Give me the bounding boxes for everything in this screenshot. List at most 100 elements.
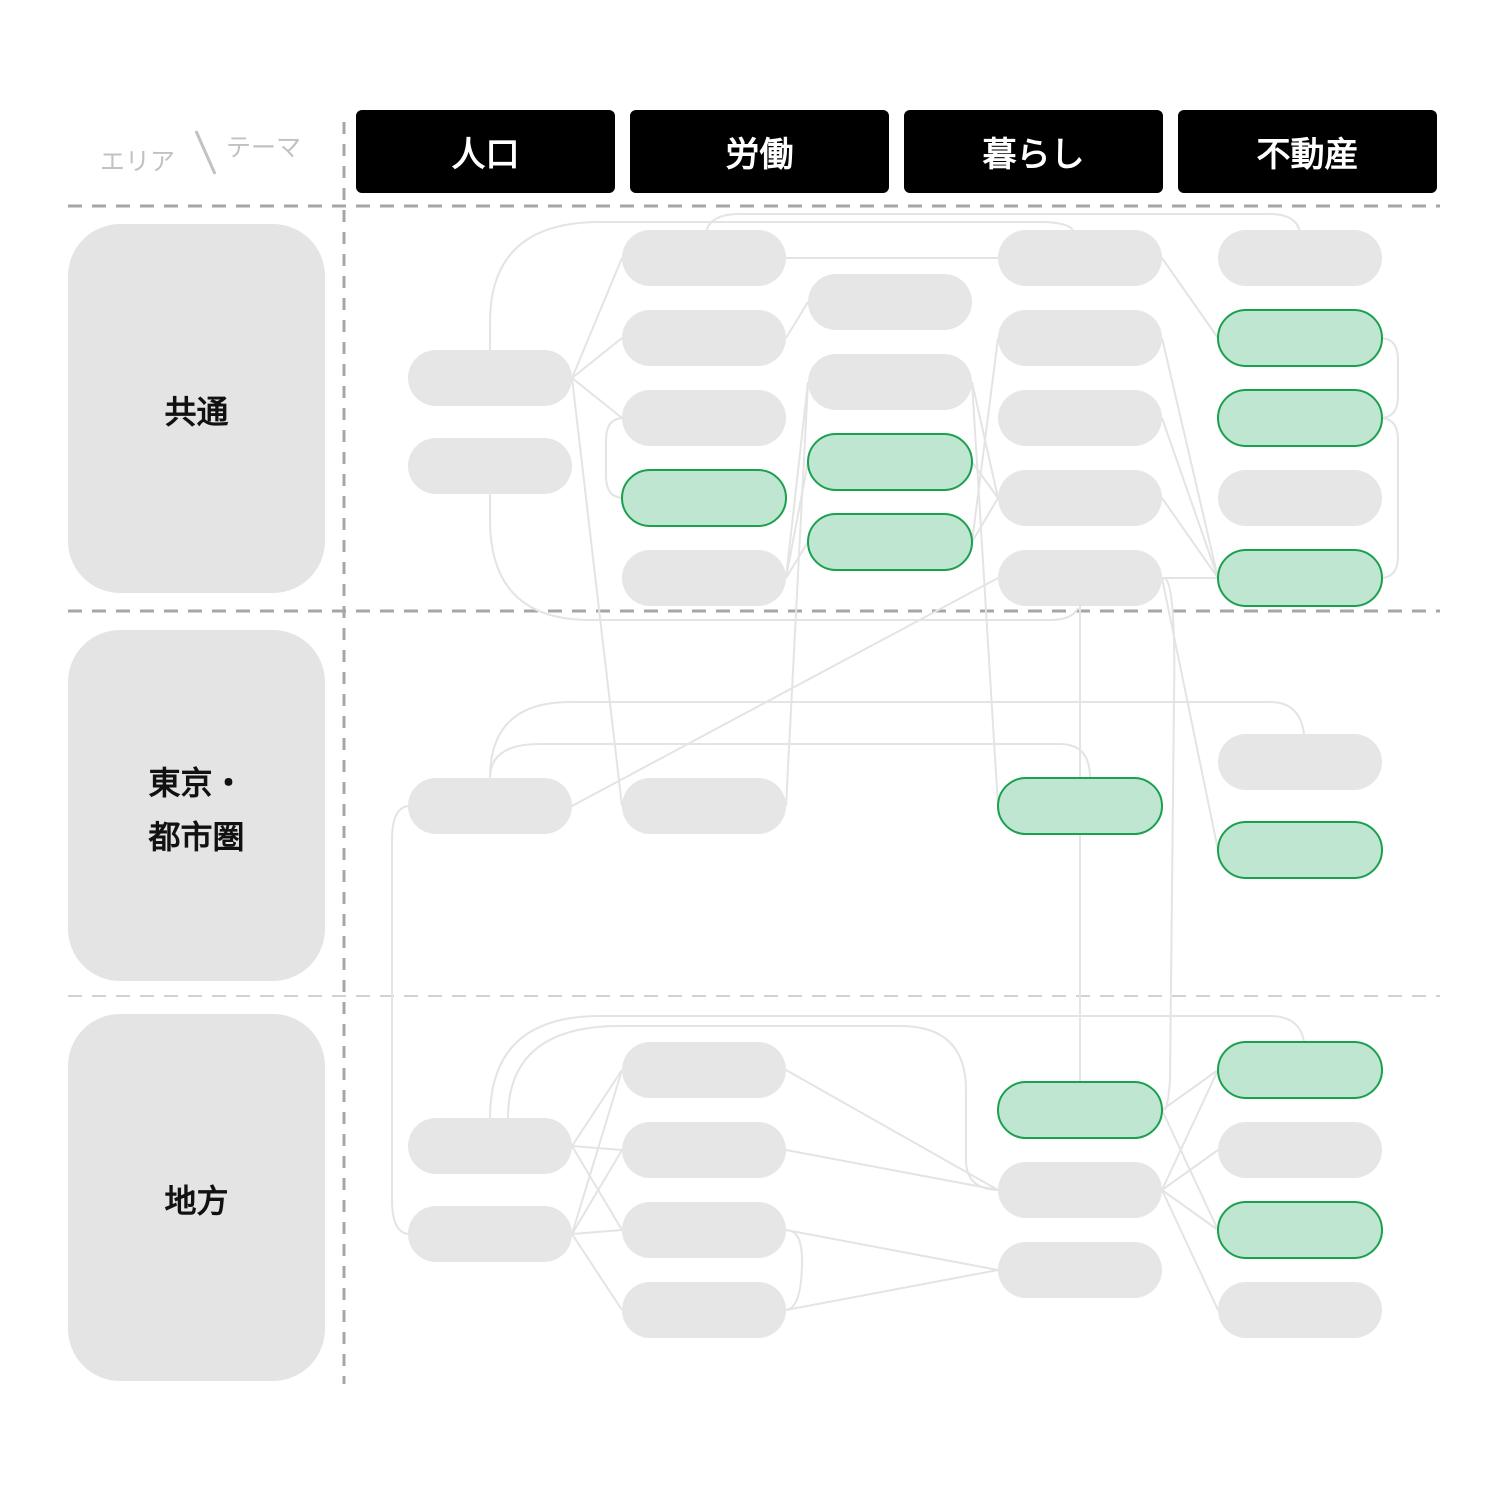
row-label-text: 都市圏 <box>147 818 244 856</box>
node-common-population[interactable] <box>408 350 572 406</box>
edge-c-m3-c-v4 <box>971 461 999 499</box>
edge-loop <box>489 466 1079 621</box>
edge-loop <box>489 221 1075 378</box>
row-label-common[interactable]: 共通 <box>68 224 325 593</box>
edge-c-m2-t-l1 <box>785 381 809 807</box>
edge-r-l1-r-v2 <box>785 1069 999 1191</box>
node-regional-labor[interactable] <box>622 1122 786 1178</box>
edge-loop <box>1163 577 1176 1111</box>
edge-c-v2-c-r5 <box>1161 337 1219 579</box>
node-common-realestate[interactable] <box>1217 389 1383 447</box>
node-tokyo-living[interactable] <box>997 777 1163 835</box>
edge-loop <box>489 743 1091 779</box>
edge-c-p1-c-l2 <box>571 337 623 379</box>
edge-c-l5-c-m3 <box>785 461 809 579</box>
edge-c-v3-c-r5 <box>1161 417 1219 579</box>
node-regional-population[interactable] <box>408 1118 572 1174</box>
node-common-labor[interactable] <box>807 513 973 571</box>
row-label-text: 東京・ <box>148 764 244 802</box>
edge-c-l5-c-m4 <box>785 541 809 579</box>
node-common-living[interactable] <box>998 310 1162 366</box>
node-common-population[interactable] <box>408 438 572 494</box>
edge-c-m4-c-v2 <box>971 337 999 543</box>
node-common-labor[interactable] <box>622 550 786 606</box>
node-regional-living[interactable] <box>997 1081 1163 1139</box>
edge-loop <box>705 213 1301 233</box>
node-common-labor[interactable] <box>807 433 973 491</box>
edge-r-l4-r-v3 <box>785 1269 999 1311</box>
edge-c-l2-c-m1 <box>785 301 809 339</box>
node-regional-realestate[interactable] <box>1218 1122 1382 1178</box>
node-regional-labor[interactable] <box>622 1202 786 1258</box>
edge-loop <box>489 701 1305 779</box>
node-regional-realestate[interactable] <box>1218 1282 1382 1338</box>
node-common-labor[interactable] <box>621 469 787 527</box>
node-common-realestate[interactable] <box>1217 549 1383 607</box>
edge-loop <box>391 805 411 1235</box>
column-header-label: 労働 <box>726 135 794 175</box>
edge-r-v2-r-r1 <box>1161 1069 1219 1191</box>
node-common-labor[interactable] <box>808 274 972 330</box>
edge-r-p1-r-l2 <box>571 1145 623 1151</box>
edge-r-p2-r-l2 <box>571 1149 623 1235</box>
row-label-tokyo[interactable]: 東京・ 都市圏 <box>68 630 325 981</box>
edge-r-p2-r-l4 <box>571 1233 623 1311</box>
column-header-label: 不動産 <box>1257 135 1359 175</box>
edge-c-m2-t-v1 <box>971 381 999 807</box>
edge-c-p1-t-l1 <box>571 377 623 807</box>
node-common-labor[interactable] <box>808 354 972 410</box>
node-common-labor[interactable] <box>622 230 786 286</box>
edge-c-v5-t-p1 <box>571 577 999 807</box>
node-regional-living[interactable] <box>998 1162 1162 1218</box>
edge-r-p2-r-l1 <box>571 1069 623 1235</box>
edge-loop <box>1379 337 1399 419</box>
node-regional-labor[interactable] <box>622 1282 786 1338</box>
node-regional-realestate[interactable] <box>1217 1201 1383 1259</box>
row-label-text: 共通 <box>164 393 228 431</box>
matrix-corner-label: エリア テーマ <box>100 130 301 176</box>
edge-r-v2-r-r3 <box>1161 1189 1219 1231</box>
node-common-living[interactable] <box>998 470 1162 526</box>
node-common-realestate[interactable] <box>1218 230 1382 286</box>
grid-dividers <box>68 122 1440 1384</box>
column-header-population[interactable]: 人口 <box>356 110 615 193</box>
column-header-label: 暮らし <box>983 135 1085 175</box>
graph-nodes <box>408 230 1383 1338</box>
edge-c-l5-c-m2 <box>785 381 809 579</box>
column-header-realestate[interactable]: 不動産 <box>1178 110 1437 193</box>
column-header-living[interactable]: 暮らし <box>904 110 1163 193</box>
node-regional-living[interactable] <box>998 1242 1162 1298</box>
edge-r-l2-r-v2 <box>785 1149 999 1191</box>
node-common-realestate[interactable] <box>1218 470 1382 526</box>
node-tokyo-labor[interactable] <box>622 778 786 834</box>
node-regional-population[interactable] <box>408 1206 572 1262</box>
node-regional-labor[interactable] <box>622 1042 786 1098</box>
node-tokyo-realestate[interactable] <box>1218 734 1382 790</box>
node-common-living[interactable] <box>998 230 1162 286</box>
edge-r-p1-r-l1 <box>571 1069 623 1147</box>
node-common-labor[interactable] <box>622 390 786 446</box>
node-common-living[interactable] <box>998 550 1162 606</box>
node-common-labor[interactable] <box>622 310 786 366</box>
edge-loop <box>605 417 625 499</box>
edge-r-v2-r-r4 <box>1161 1189 1219 1311</box>
edge-r-v2-r-r2 <box>1161 1149 1219 1191</box>
edge-c-v5-t-r2 <box>1161 577 1219 851</box>
edge-c-v4-c-r5 <box>1161 497 1219 579</box>
theme-axis-label: テーマ <box>226 133 301 162</box>
edge-c-v1-c-r2 <box>1161 257 1219 339</box>
node-tokyo-realestate[interactable] <box>1217 821 1383 879</box>
column-header-label: 人口 <box>452 135 520 175</box>
node-tokyo-population[interactable] <box>408 778 572 834</box>
row-label-text: 地方 <box>164 1182 228 1220</box>
edge-r-v1-r-r1 <box>1161 1069 1219 1111</box>
edge-loop <box>1379 417 1399 579</box>
edge-c-m4-c-v4 <box>971 497 999 543</box>
column-header-labor[interactable]: 労働 <box>630 110 889 193</box>
row-label-regional[interactable]: 地方 <box>68 1014 325 1381</box>
node-regional-realestate[interactable] <box>1217 1041 1383 1099</box>
node-common-living[interactable] <box>998 390 1162 446</box>
edge-r-l3-r-v3 <box>785 1229 999 1271</box>
node-common-realestate[interactable] <box>1217 309 1383 367</box>
